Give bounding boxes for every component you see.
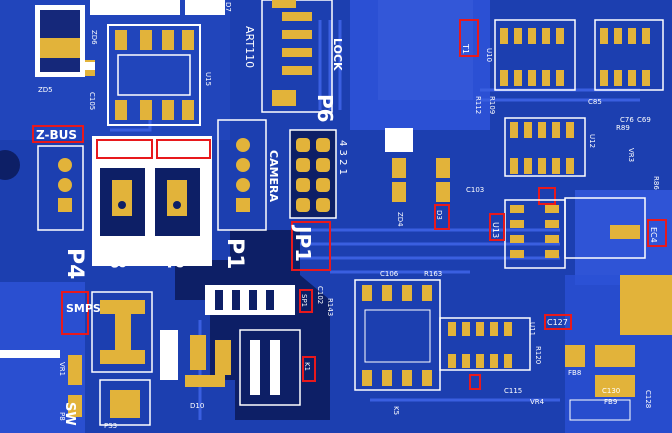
reference-designators: ZD5 C105 ZD6 U15 D7 C103 ZD4 U10 U12 VR3… xyxy=(38,2,660,430)
label-sw: SW xyxy=(62,402,77,426)
label-art110: ART110 xyxy=(243,26,256,68)
ic-u15 xyxy=(107,24,201,126)
ref-c130: C130 xyxy=(602,387,620,395)
ref-c115: C115 xyxy=(504,387,522,395)
highlight-tags: T1 U13 EC4 C127 SP1 K1 D3 xyxy=(300,43,658,371)
ec4-area xyxy=(564,197,667,259)
ground-pour xyxy=(175,230,330,420)
label-jp1: JP1 xyxy=(291,224,315,262)
ref-r120: R120 xyxy=(534,346,542,364)
right-bottom-area xyxy=(544,275,672,421)
ref-ps3: PS3 xyxy=(104,422,117,430)
resistor-area xyxy=(185,285,316,406)
ref-c102: C102 xyxy=(316,286,324,304)
ref-d7: D7 xyxy=(224,2,232,12)
ref-r112: R112 xyxy=(474,96,482,114)
ref-r86: R86 xyxy=(652,176,660,190)
ref-c128: C128 xyxy=(644,390,652,408)
ref-zd6: ZD6 xyxy=(90,30,98,45)
tag-c127: C127 xyxy=(547,318,568,327)
ic-u13-area xyxy=(489,199,566,269)
label-z-bus: Z-BUS xyxy=(36,128,77,142)
ref-vr3: VR3 xyxy=(627,148,635,162)
label-p2: P2 xyxy=(162,238,187,269)
tag-sp1: SP1 xyxy=(300,294,308,307)
smps-area xyxy=(0,282,178,433)
tag-u13: U13 xyxy=(491,222,500,238)
ref-r163: R163 xyxy=(424,270,442,278)
label-lock: LOCK xyxy=(331,38,344,71)
ic-u11 xyxy=(439,317,531,390)
silkscreen-labels: Z-BUS V_OUT V_IN SMPS P4 P3 P2 P1 P6 JP1… xyxy=(32,26,348,426)
ic-u12 xyxy=(504,117,586,205)
connector-p1 xyxy=(217,119,267,231)
ref-u10: U10 xyxy=(485,48,493,62)
ref-c105: C105 xyxy=(88,92,96,110)
top-left-area xyxy=(35,0,225,77)
tag-d3: D3 xyxy=(435,210,443,220)
relay-k5 xyxy=(354,279,441,391)
middle-parts xyxy=(385,19,479,230)
ref-c69: C69 xyxy=(637,116,651,124)
ref-c85: C85 xyxy=(588,98,602,106)
ref-zd4: ZD4 xyxy=(396,212,404,227)
ref-k5: K5 xyxy=(392,406,400,415)
ref-fb8: FB8 xyxy=(568,369,581,377)
ref-r89: R89 xyxy=(616,124,630,132)
ic-right-top xyxy=(594,19,664,91)
tag-k1: K1 xyxy=(303,362,311,371)
header-jp1 xyxy=(289,129,337,271)
ref-ec12: EC12 xyxy=(168,336,176,354)
label-v-in: V_IN xyxy=(160,143,190,158)
ref-vr4: VR4 xyxy=(530,398,545,406)
ref-vr1: VR1 xyxy=(58,362,66,376)
ref-u11: U11 xyxy=(528,322,536,336)
ref-r109: R109 xyxy=(488,96,496,114)
ref-d10: D10 xyxy=(190,402,204,410)
connector-p4 xyxy=(0,145,84,231)
ref-fb9: FB9 xyxy=(604,398,617,406)
label-v-out: V_OUT xyxy=(101,143,145,158)
label-p1: P1 xyxy=(222,238,247,269)
ref-u12: U12 xyxy=(588,134,596,148)
label-p3: P3 xyxy=(104,238,129,269)
tag-ec4: EC4 xyxy=(649,227,658,243)
tag-t1: T1 xyxy=(461,43,470,54)
ref-r143: R143 xyxy=(326,298,334,316)
label-smps: SMPS xyxy=(66,302,101,315)
ref-c103: C103 xyxy=(466,186,484,194)
ref-zd5: ZD5 xyxy=(38,86,53,94)
ref-u15: U15 xyxy=(204,72,212,86)
ic-u10 xyxy=(494,19,576,91)
ref-p8: P8 xyxy=(58,412,66,421)
label-jp1-pins: 4 3 2 1 xyxy=(337,140,348,175)
connector-p6 xyxy=(261,0,333,113)
ref-c106: C106 xyxy=(380,270,399,278)
label-p6: P6 xyxy=(313,94,337,123)
label-p4: P4 xyxy=(62,248,87,279)
label-camera: CAMERA xyxy=(267,150,280,203)
ref-c76: C76 xyxy=(620,116,634,124)
connector-p3-p2 xyxy=(92,136,212,266)
